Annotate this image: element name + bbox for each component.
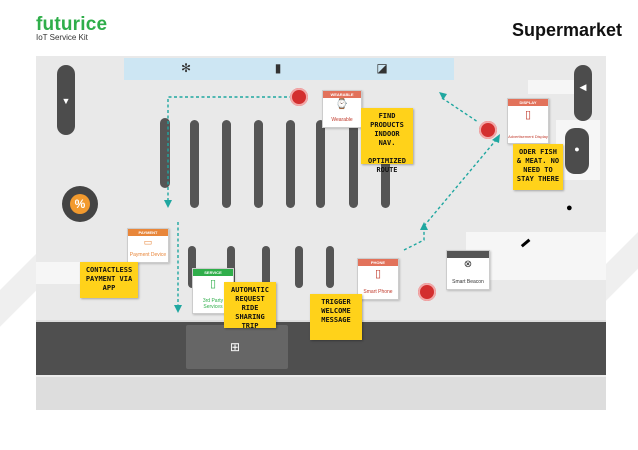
shelf-aisle [190, 120, 199, 208]
shoe-shelf [57, 65, 75, 135]
brand-logo: futurice [36, 14, 108, 35]
phone-icon: ▯ [209, 278, 217, 290]
checkout-lane [262, 246, 270, 288]
beacon-wearable [290, 88, 308, 106]
card-label: Payment Device [129, 252, 167, 258]
cart-parking [186, 325, 288, 369]
flow-arrowhead [164, 200, 172, 208]
shelf-aisle [349, 120, 358, 208]
sticky-note-ride-sharing: AUTOMATIC REQUEST RIDE SHARING TRIP [224, 282, 276, 330]
card-label: 3rd Party Services [202, 298, 224, 310]
smartphone-card: PHONE ▯ Smart Phone [357, 258, 399, 300]
shelf-aisle [254, 120, 263, 208]
checkout-lane [326, 246, 334, 288]
route-to-display [423, 139, 497, 227]
payment-icon: ▭ [143, 237, 153, 247]
snowflake-icon: ✻ [180, 61, 192, 75]
card-header: PHONE [358, 259, 398, 266]
vegetable-icon: ● [566, 202, 573, 214]
card-label: Wearable [331, 117, 353, 123]
flow-arrowhead [420, 222, 428, 230]
shelf-aisle [316, 120, 325, 208]
display-icon: ▯ [524, 109, 532, 121]
beacon-icon: ⊗ [463, 259, 473, 270]
flow-arrowhead [439, 92, 447, 100]
beacon-phone [418, 283, 436, 301]
page-title: Supermarket [512, 20, 623, 40]
sticky-note-order-fish: ODER FISH & MEAT. NO NEED TO STAY THERE [513, 144, 563, 190]
watch-icon: ⌚ [335, 99, 349, 110]
card-header: SERVICE [193, 269, 233, 276]
sticky-note-contactless: CONTACTLESS PAYMENT VIA APP [80, 262, 138, 298]
shelf-aisle [160, 118, 170, 188]
smart-beacon-card: ⊗ Smart Beacon [446, 250, 490, 290]
checkout-lane [188, 246, 196, 288]
kit-subtitle: IoT Service Kit [36, 33, 88, 42]
meat-counter [565, 128, 589, 174]
sticky-note-welcome: TRIGGER WELCOME MESSAGE [310, 294, 362, 340]
fish-icon: ◀ [579, 82, 587, 92]
shelf-aisle [286, 120, 295, 208]
route-from-phone [403, 226, 425, 251]
card-header: DISPLAY [508, 99, 548, 106]
card-label: Smart Beacon [452, 279, 484, 285]
frozen-food-icon: ◪ [376, 61, 388, 75]
route-from-display [441, 97, 479, 123]
cart-icon: ⊞ [229, 340, 241, 354]
card-header: PAYMENT [128, 229, 168, 236]
shelf-aisle [222, 120, 231, 208]
flow-arrowhead [492, 134, 500, 143]
checkout-lane [227, 246, 235, 288]
route-to-aisles [167, 96, 298, 200]
wearable-card: WEARABLE ⌚ Wearable [322, 90, 362, 128]
advertisement-card: DISPLAY ▯ Advertisement Display [507, 98, 549, 144]
payment-card: PAYMENT ▭ Payment Device [127, 228, 169, 263]
sticky-note-find-products: FIND PRODUCTS INDOOR NAV. OPTIMIZED ROUT… [361, 108, 413, 174]
bottle-icon: ▮ [274, 61, 282, 75]
fish-counter [574, 65, 592, 121]
flow-arrowhead [174, 305, 182, 313]
meat-icon: ● [574, 144, 580, 154]
curb-line [36, 375, 606, 377]
card-label: Advertisement Display [508, 134, 548, 139]
beacon-display [479, 121, 497, 139]
card-label: Smart Phone [363, 289, 393, 295]
smartphone-icon: ▯ [374, 268, 382, 280]
shoe-icon: ▼ [61, 96, 71, 106]
card-header: WEARABLE [323, 91, 361, 98]
checkout-lane [295, 246, 303, 288]
freezer-aisle [124, 58, 454, 80]
card-header [447, 251, 489, 258]
percent-icon: % [70, 194, 90, 214]
